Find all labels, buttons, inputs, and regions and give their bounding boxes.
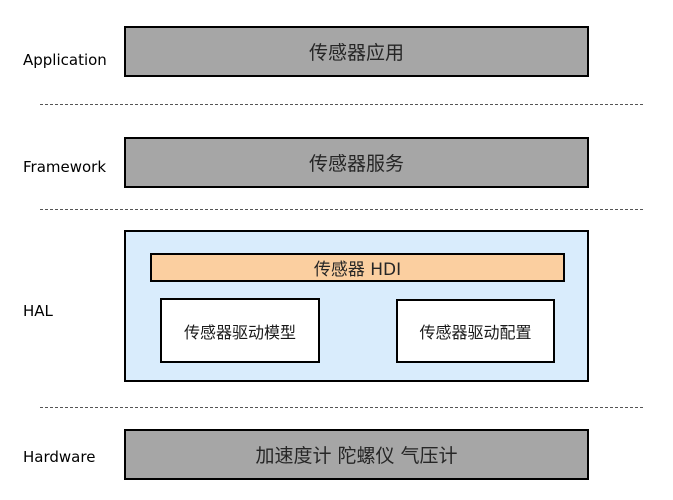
framework-layer-label: Framework [23,158,107,176]
sensor-driver-config-box: 传感器驱动配置 [396,299,555,363]
sensor-driver-model-box: 传感器驱动模型 [160,298,320,363]
sensor-hdi-bar: 传感器 HDI [150,253,565,282]
application-layer-label: Application [23,51,107,69]
sensor-application-box: 传感器应用 [124,26,589,77]
hal-container: 传感器 HDI 传感器驱动模型 传感器驱动配置 [124,230,589,382]
layer-divider-hal-hardware [40,407,643,408]
hardware-sensors-box: 加速度计 陀螺仪 气压计 [124,429,589,480]
sensor-service-box: 传感器服务 [124,137,589,188]
hardware-layer-label: Hardware [23,448,96,466]
hal-layer-label: HAL [23,302,53,320]
layer-divider-app-framework [40,104,643,105]
layer-divider-framework-hal [40,209,643,210]
